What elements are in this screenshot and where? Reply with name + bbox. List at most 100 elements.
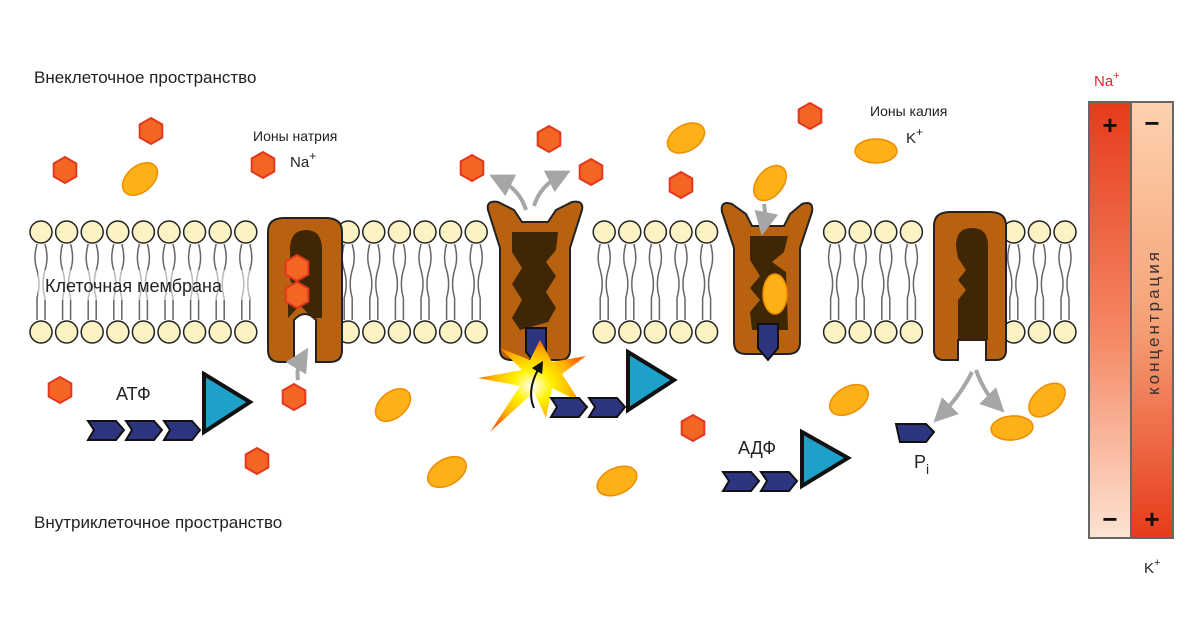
potassium-ion [374,387,412,423]
sodium-ion [578,157,604,187]
phosphate-group [894,423,936,443]
pump-binding-pocket [512,232,558,330]
lipid-tails [392,243,407,320]
lipid-head [80,220,104,244]
lipid-head [874,220,898,244]
lipid-head [592,220,616,244]
free-phosphate: Pi [894,423,936,477]
lipid-head [1053,220,1077,244]
lipid-tails [367,243,381,320]
sodium-symbol: Na+ [290,149,316,171]
lipid-tails [443,243,458,320]
lipid-head [848,320,872,344]
lipid-head [643,220,668,244]
concentration-axis-label: концентрация [1144,249,1163,395]
potassium-ion [854,138,898,164]
lipid-head [387,320,412,344]
lipid-head [234,320,258,344]
atp-phosphate-chain [549,397,627,418]
k-release-arrow [974,369,1005,413]
adp-adenosine-triangle [800,428,852,490]
sodium-ion [47,375,73,405]
lipid-head [182,320,207,344]
na-bottom-sign: − [1102,504,1117,534]
lipid-head [208,220,232,244]
lipid-head [822,220,847,244]
lipid-tails [904,243,919,320]
sodium-ion [138,116,164,146]
lipid-tails [1007,243,1021,320]
lipid-head [618,220,642,244]
lipid-head [592,320,616,344]
potassium-ion [1028,382,1066,418]
lipid-tails [1058,243,1072,320]
intracellular-label: Внутриклеточное пространство [34,513,282,532]
phosphate-group [549,397,589,418]
sodium-ion [250,150,276,180]
adp-molecule: АДФ [721,428,852,492]
phosphate-group [587,397,627,418]
lipid-head [106,220,130,244]
bound-phosphate [757,323,779,362]
extracellular-label: Внеклеточное пространство [34,68,256,87]
lipid-tails [674,243,688,320]
pump-stage-4 [933,211,1007,361]
movement-arrows [285,170,1005,423]
lipid-head [822,320,847,344]
sodium-ion [680,413,706,443]
atp-adenosine-triangle [202,370,254,436]
sodium-ion [797,101,823,131]
lipid-head [29,220,53,244]
potassium-ion [990,415,1034,441]
lipid-head [54,220,79,244]
energy-burst [478,340,586,432]
na-gradient-label: Na+ [1094,70,1120,90]
atp-molecule-binding [549,348,678,418]
lipid-head [438,220,463,244]
lipid-head [899,320,924,344]
phosphate-group [124,420,164,441]
potassium-ion [596,465,638,497]
pi-release-arrow [933,371,974,423]
phosphate-group [759,471,799,492]
phosphate-label: Pi [914,452,929,477]
lipid-head [131,220,156,244]
lipid-head [618,320,642,344]
k-enter-arrow [754,203,779,236]
lipid-head [1027,320,1052,344]
phosphate-group [86,420,126,441]
atp-phosphate-chain [86,420,202,441]
lipid-head [413,220,437,244]
lipid-head [80,320,104,344]
potassium-ion [426,455,468,489]
lipid-head [234,220,258,244]
potassium-ions-label: Ионы калия [870,103,947,119]
lipid-tails [648,243,663,320]
lipid-head [643,320,668,344]
lipid-head [413,320,437,344]
k-gradient-bar [1130,101,1174,539]
adp-phosphate-chain [721,471,799,492]
k-top-sign: − [1144,108,1159,138]
atp-label: АТФ [116,384,151,404]
lipid-head [464,220,488,244]
potassium-ion [666,122,706,154]
membrane-label: Клеточная мембрана [45,276,223,296]
lipid-head [157,320,181,344]
na-top-sign: + [1102,110,1117,140]
pump-stage-2 [486,200,584,361]
lipid-head [106,320,130,344]
lipid-head [54,320,79,344]
lipid-head [182,220,207,244]
lipid-head [362,220,386,244]
lipid-tails [827,243,842,320]
na-enter-arrow [285,347,309,381]
sodium-ion [284,280,310,310]
ions-layer [47,101,1066,497]
potassium-ion [828,383,870,417]
phosphate-group [162,420,202,441]
potassium-ion [752,164,788,202]
na-release-arrow [532,170,571,207]
lipid-head [848,220,872,244]
lipid-head [1027,220,1052,244]
